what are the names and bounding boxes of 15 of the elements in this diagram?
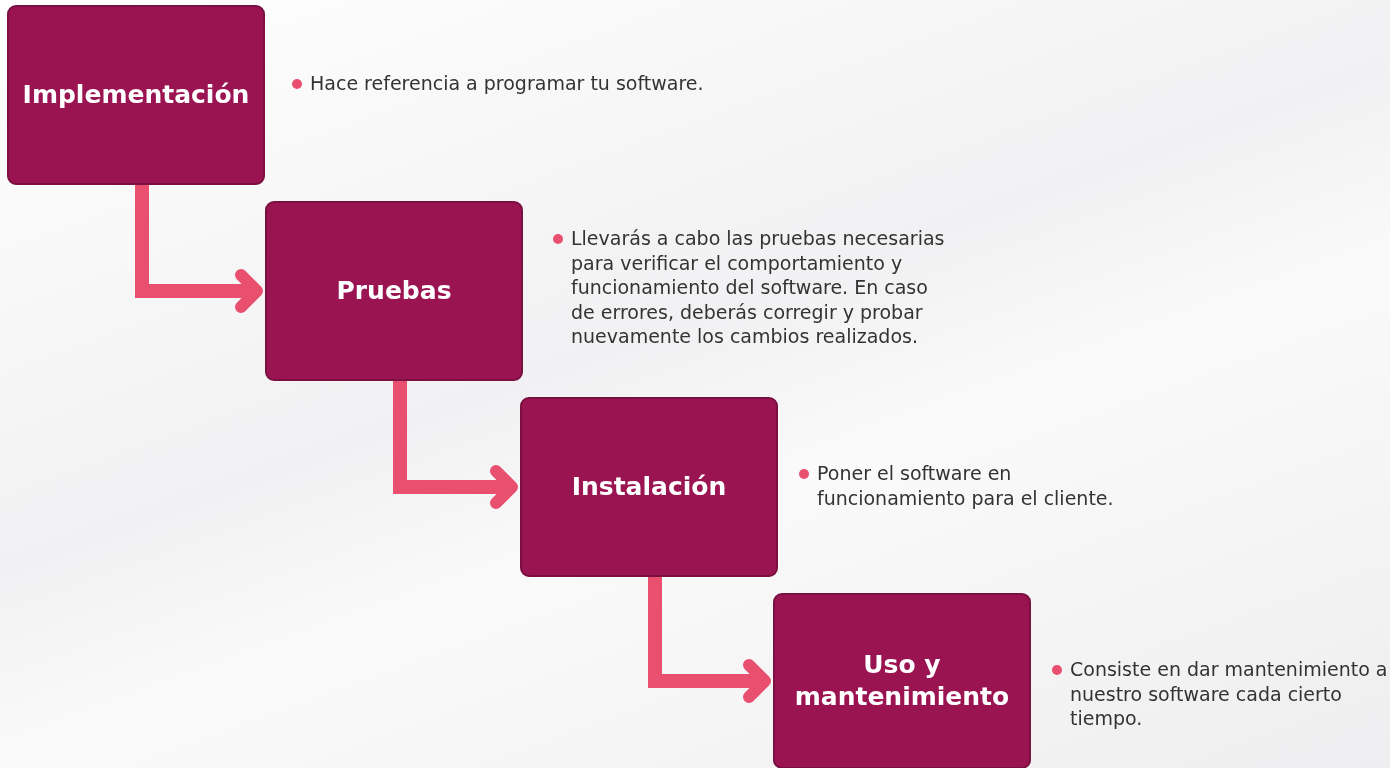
step-box	[520, 397, 778, 577]
bullet-text: Llevarás a cabo las pruebas necesarias para verificar el comportamiento y funcionamiento del software. En caso de errores, deberás corregir y probar nuevamente los cambios realizados.	[553, 226, 953, 349]
bullet-text: Hace referencia a programar tu software.	[292, 71, 752, 96]
arrow	[648, 577, 771, 703]
arrow	[135, 185, 263, 313]
step-title: Pruebas	[335, 275, 453, 307]
arrow	[393, 381, 518, 509]
step-title: Implementación	[21, 79, 251, 111]
step-box	[773, 593, 1031, 768]
step-box	[265, 201, 523, 381]
step-title: Instalación	[570, 471, 728, 503]
step-box	[7, 5, 265, 185]
step-title: Uso y mantenimiento	[793, 649, 1011, 713]
bullet-text: Consiste en dar mantenimiento a nuestro software cada cierto tiempo.	[1052, 657, 1390, 731]
bullet-text: Poner el software en funcionamiento para el cliente.	[799, 461, 1159, 510]
